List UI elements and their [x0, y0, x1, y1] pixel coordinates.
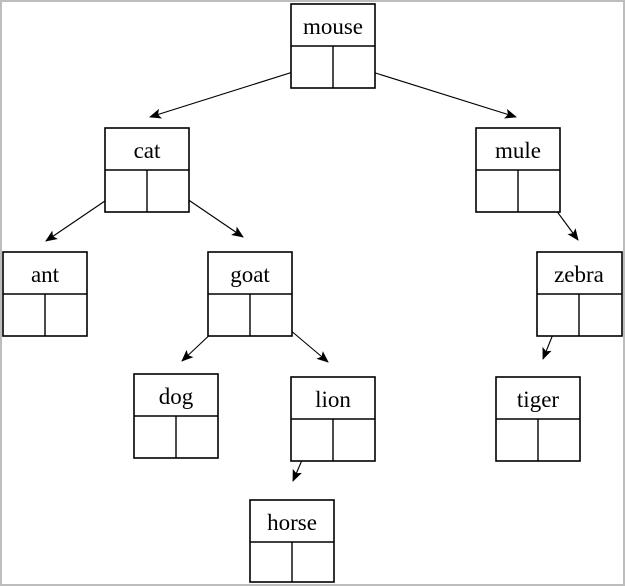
- tree-node-tiger: tiger: [495, 376, 581, 462]
- node-label: ant: [31, 262, 60, 287]
- edge-mouse-right-to-mule: [352, 65, 517, 119]
- tree-node-mule: mule: [475, 127, 561, 213]
- node-label: zebra: [554, 262, 604, 287]
- tree-node-horse: horse: [249, 499, 335, 583]
- node-label: mule: [495, 138, 541, 163]
- tree-node-mouse: mouse: [290, 3, 376, 89]
- node-label: cat: [134, 138, 161, 163]
- tree-node-zebra: zebra: [536, 251, 623, 337]
- edge-mouse-left-to-cat: [149, 65, 313, 119]
- node-label: lion: [315, 387, 351, 412]
- node-label: dog: [159, 384, 194, 409]
- tree-node-dog: dog: [133, 373, 219, 459]
- node-label: goat: [230, 262, 270, 287]
- tree-node-goat: goat: [207, 251, 293, 337]
- tree-node-cat: cat: [104, 127, 190, 213]
- node-label: mouse: [303, 14, 363, 39]
- tree-node-ant: ant: [2, 251, 88, 337]
- node-label: horse: [267, 510, 317, 535]
- tree-node-lion: lion: [290, 376, 376, 462]
- node-label: tiger: [517, 387, 559, 412]
